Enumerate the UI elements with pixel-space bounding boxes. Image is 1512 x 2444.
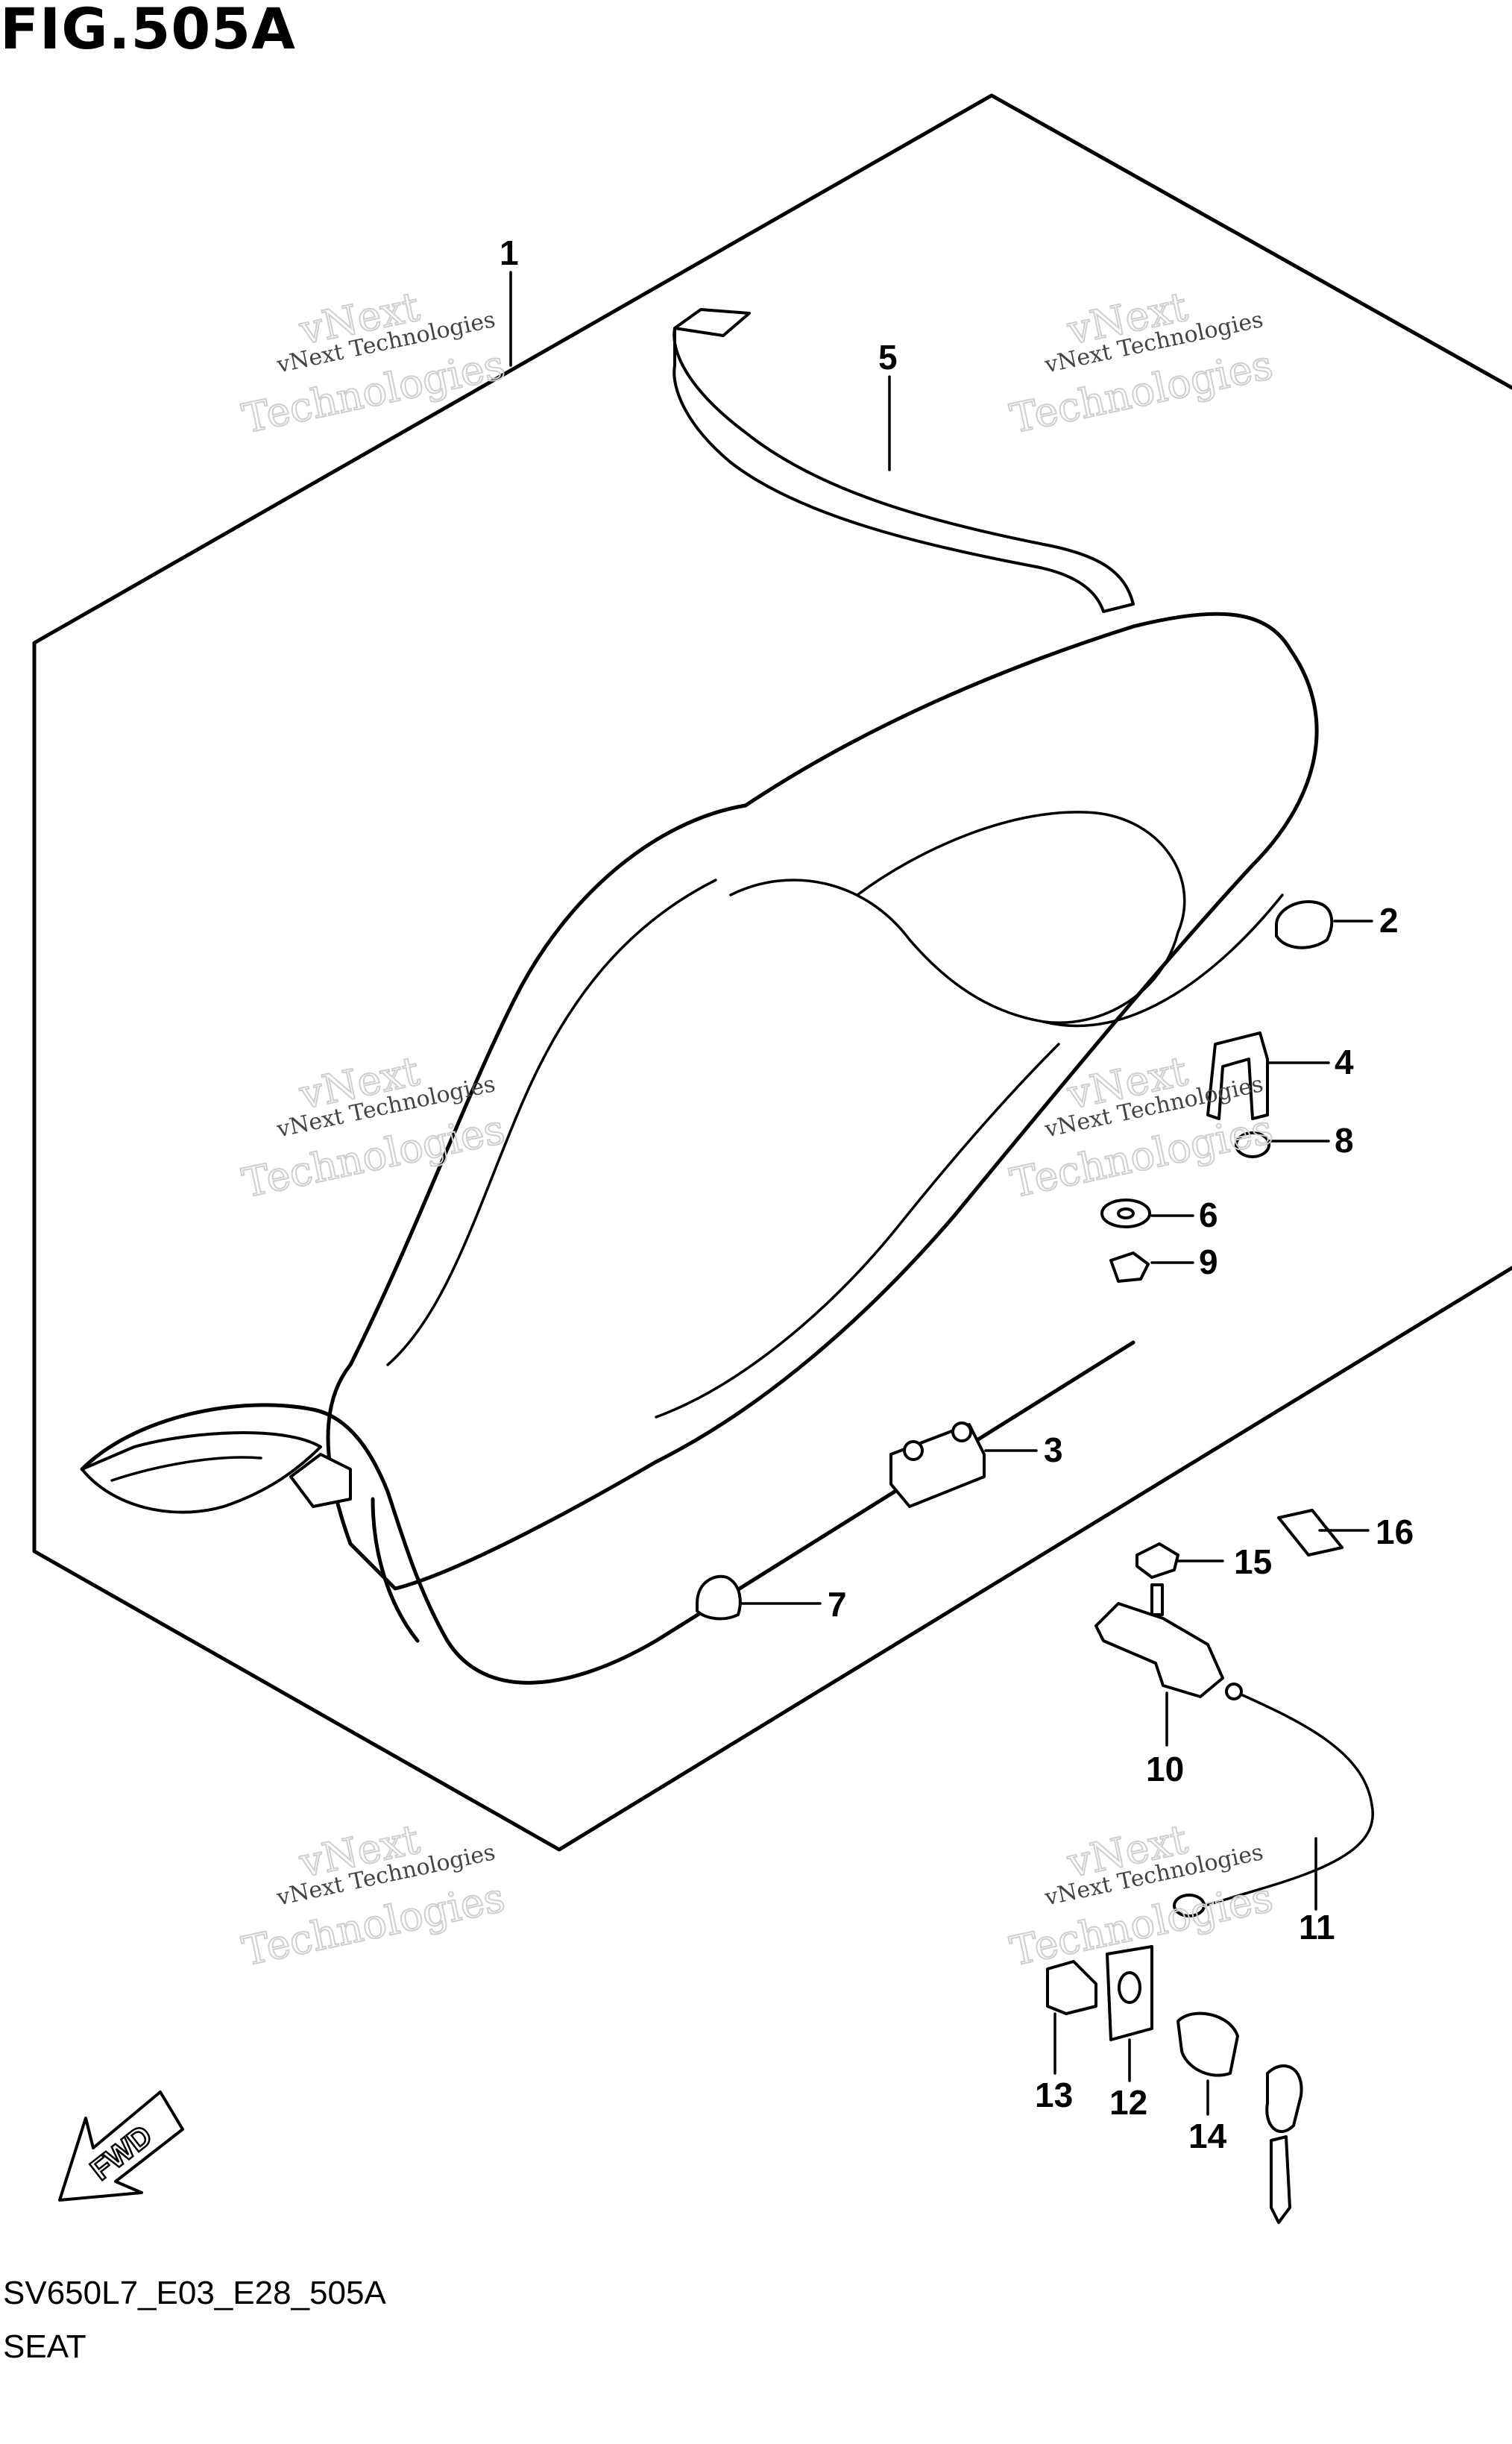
callout-6: 6 (1199, 1196, 1218, 1234)
callout-11: 11 (1299, 1908, 1335, 1947)
fwd-arrow: FWD (58, 2090, 184, 2202)
part-2-cushion (1275, 900, 1334, 949)
figure-code: SV650L7_E03_E28_505A (3, 2275, 386, 2311)
callout-1: 1 (500, 233, 519, 272)
callout-7: 7 (828, 1585, 847, 1624)
part-15-bolt (1135, 1542, 1179, 1579)
part-5-strap (672, 308, 1135, 613)
callout-15: 15 (1234, 1542, 1272, 1581)
part-9-nut (1109, 1251, 1150, 1283)
part-13-clip (1046, 1960, 1097, 2015)
watermark-bottom-right: vNext vNext Technologies Technologies (1006, 1815, 1278, 1976)
callout-16: 16 (1376, 1512, 1414, 1551)
part-8-nut (1235, 1131, 1270, 1158)
assembly-group-outline (32, 93, 1512, 1852)
callout-14: 14 (1188, 2117, 1227, 2155)
part-10-seat-lock-hook (1094, 1583, 1224, 1698)
part-16-label (1277, 1509, 1344, 1556)
callout-3: 3 (1044, 1430, 1063, 1469)
leader-lines (509, 271, 1373, 2116)
callout-8: 8 (1335, 1121, 1354, 1160)
callout-12: 12 (1109, 2083, 1147, 2122)
callout-2: 2 (1379, 901, 1399, 940)
callout-5: 5 (878, 338, 898, 377)
part-12-plate (1106, 1945, 1153, 2041)
figure-title: FIG.505A (0, 0, 296, 62)
part-11-cable (1173, 1683, 1374, 1917)
watermark-top-left: vNext vNext Technologies Technologies (238, 282, 510, 443)
callout-4: 4 (1335, 1043, 1354, 1081)
callout-13: 13 (1035, 2076, 1073, 2114)
part-6-washer (1100, 1199, 1151, 1228)
part-7-cushion (696, 1574, 742, 1621)
callout-9: 9 (1199, 1243, 1218, 1281)
watermark-bottom-left: vNext vNext Technologies Technologies (238, 1815, 510, 1976)
part-14-lock-cylinder (1176, 2011, 1303, 2224)
part-3-block (889, 1422, 986, 1508)
watermark-top-right: vNext vNext Technologies Technologies (1006, 282, 1278, 443)
callout-10: 10 (1146, 1750, 1184, 1788)
seat-illustration (80, 612, 1319, 1685)
part-4-bracket (1206, 1031, 1269, 1120)
figure-name: SEAT (3, 2328, 86, 2365)
